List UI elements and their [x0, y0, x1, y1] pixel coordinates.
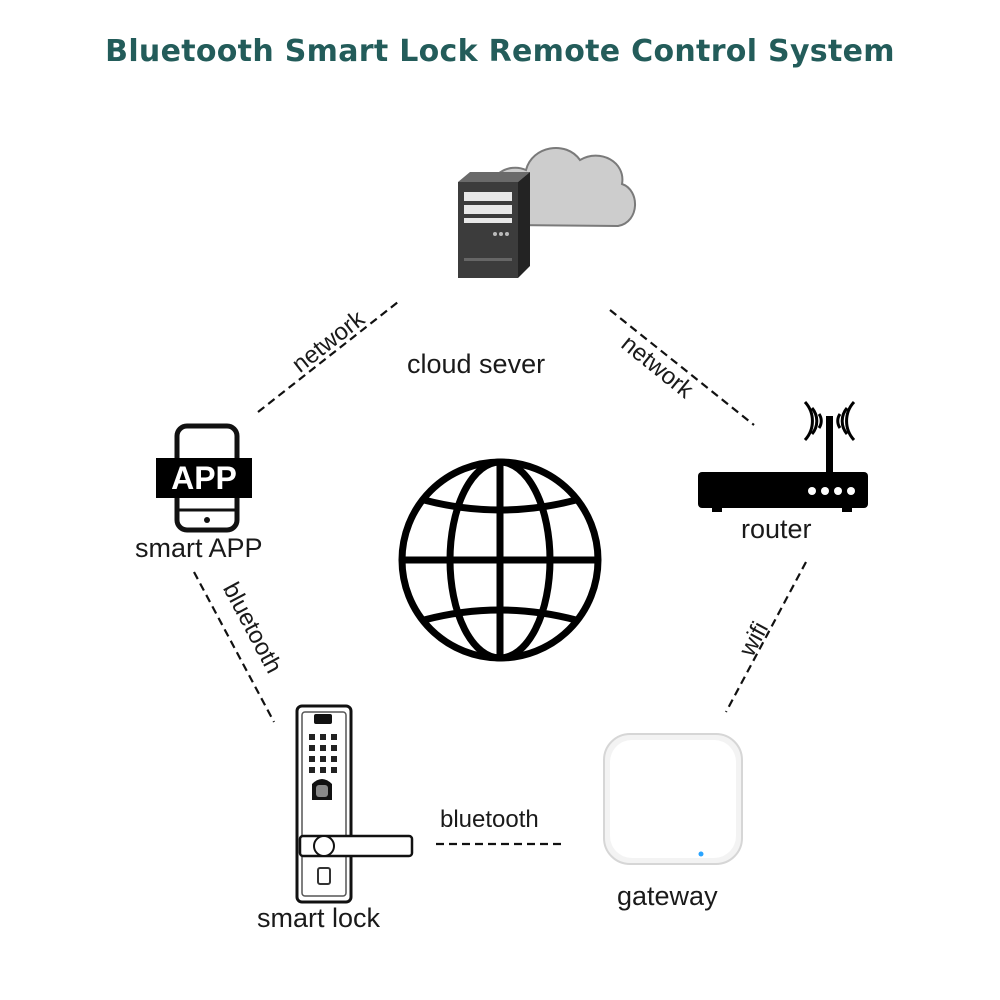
router-icon	[698, 400, 868, 512]
link-app-lock-line	[193, 571, 275, 723]
cloud-server-label: cloud sever	[407, 349, 546, 379]
link-lock-gateway-label: bluetooth	[440, 806, 539, 833]
globe-icon	[398, 458, 602, 662]
page-title: Bluetooth Smart Lock Remote Control Syst…	[105, 34, 895, 69]
link-app-cloud-line	[257, 301, 399, 413]
smart-lock-label: smart lock	[257, 903, 381, 933]
smart-app-label: smart APP	[135, 533, 263, 563]
link-cloud-router-line	[609, 309, 755, 426]
router-label: router	[741, 514, 812, 544]
app-badge-label: APP	[171, 460, 237, 496]
gateway-icon	[603, 733, 743, 865]
phone-app-icon	[156, 423, 252, 533]
smart-lock-icon	[295, 704, 414, 904]
server-cloud-icon	[458, 146, 636, 278]
gateway-label: gateway	[617, 881, 718, 911]
link-router-gateway-line	[725, 561, 807, 713]
